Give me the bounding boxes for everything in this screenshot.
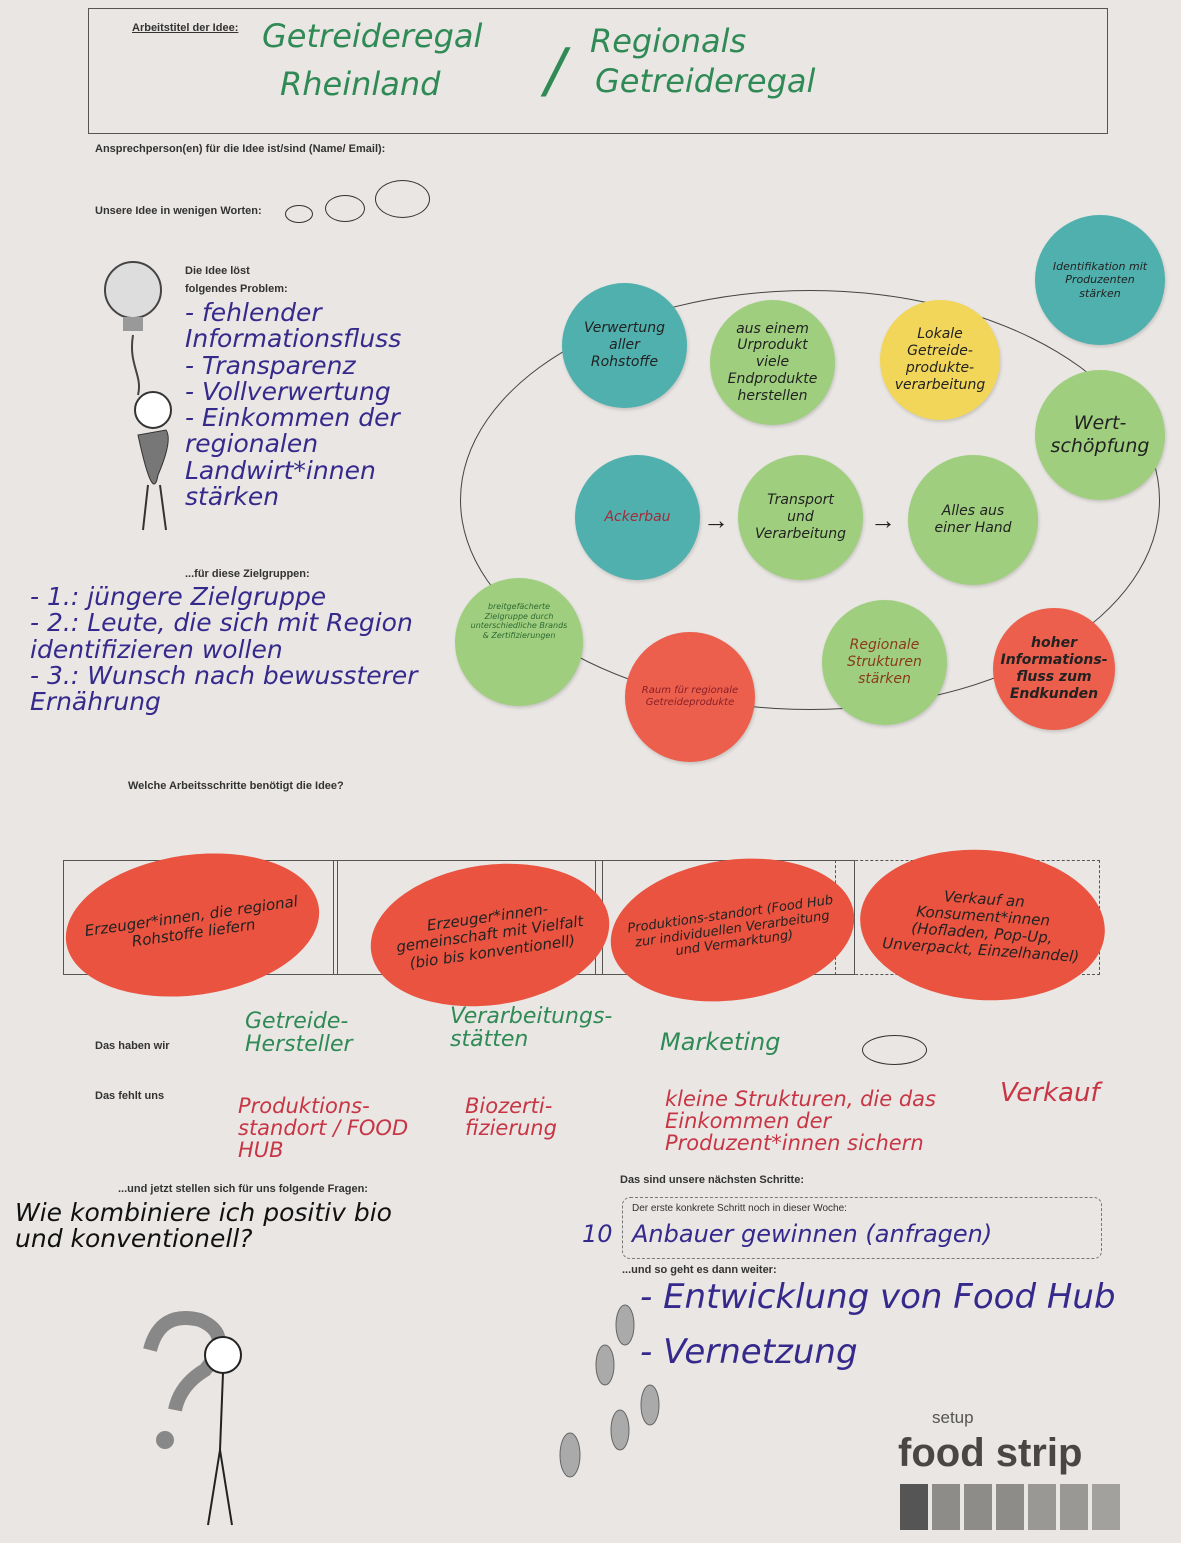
problem-label-1: Die Idee löst bbox=[185, 265, 250, 277]
logo-strip bbox=[1060, 1484, 1088, 1530]
then-item: - Entwicklung von Food Hub bbox=[640, 1277, 1116, 1317]
logo-strip bbox=[1092, 1484, 1120, 1530]
logo-strip bbox=[996, 1484, 1024, 1530]
title-box bbox=[88, 8, 1108, 134]
idea-circle: Identifikation mit Produzenten stärken bbox=[1035, 215, 1165, 345]
then-label: ...und so geht es dann weiter: bbox=[622, 1264, 777, 1276]
target-item: - 2.: Leute, die sich mit Region identif… bbox=[30, 608, 413, 664]
questions-label: ...und jetzt stellen sich für uns folgen… bbox=[118, 1183, 368, 1195]
lightbulb-figure-icon bbox=[88, 245, 198, 550]
logo-food-strip: food strip bbox=[898, 1431, 1083, 1475]
idea-circle: Verwertung aller Rohstoffe bbox=[562, 283, 687, 408]
idea-circle: Wert-schöpfung bbox=[1035, 370, 1165, 500]
next-steps-label: Das sind unsere nächsten Schritte: bbox=[620, 1174, 804, 1186]
idea-circle: Raum für regionale Getreideprodukte bbox=[625, 632, 755, 762]
problem-item: - Transparenz bbox=[185, 350, 356, 380]
problem-label-2: folgendes Problem: bbox=[185, 283, 288, 295]
targets-label: ...für diese Zielgruppen: bbox=[185, 568, 310, 580]
have-label: Das haben wir bbox=[95, 1040, 170, 1052]
idea-circle: Transport und Verarbeitung bbox=[738, 455, 863, 580]
thought-bubble bbox=[285, 205, 313, 223]
contact-label: Ansprechperson(en) für die Idee ist/sind… bbox=[95, 143, 386, 155]
missing-label: Das fehlt uns bbox=[95, 1090, 165, 1102]
idea-circle: Lokale Getreide-produkte-verarbeitung bbox=[880, 300, 1000, 420]
logo-setup: setup bbox=[932, 1408, 974, 1427]
title-line2-a: Rheinland bbox=[280, 65, 441, 103]
missing-item: Biozerti-fizierung bbox=[465, 1094, 557, 1141]
title-label: Arbeitstitel der Idee: bbox=[132, 22, 239, 34]
first-step-prefix: 10 bbox=[582, 1220, 613, 1248]
arrow-icon: → bbox=[870, 505, 896, 535]
thinking-figure-icon bbox=[120, 1310, 270, 1535]
steps-label: Welche Arbeitsschritte benötigt die Idee… bbox=[128, 780, 344, 792]
idea-circle: Ackerbau bbox=[575, 455, 700, 580]
missing-item: Verkauf bbox=[1000, 1078, 1100, 1108]
first-step-text: Anbauer gewinnen (anfragen) bbox=[632, 1220, 993, 1248]
problem-list: - fehlender Informationsfluss - Transpar… bbox=[185, 298, 455, 511]
targets-list: - 1.: jüngere Zielgruppe - 2.: Leute, di… bbox=[30, 582, 445, 716]
title-line2-b: Getreideregal bbox=[595, 62, 816, 100]
problem-item: - Vollverwertung bbox=[185, 376, 391, 406]
target-item: - 1.: jüngere Zielgruppe bbox=[30, 582, 327, 611]
title-separator: / bbox=[545, 36, 566, 106]
question-text: Wie kombiniere ich positiv bio und konve… bbox=[15, 1198, 392, 1254]
logo-strip bbox=[900, 1484, 928, 1530]
logo-strip bbox=[932, 1484, 960, 1530]
empty-bubble bbox=[862, 1035, 927, 1065]
footprints-icon bbox=[540, 1300, 680, 1505]
idea-circle: aus einem Urprodukt viele Endprodukte he… bbox=[710, 300, 835, 425]
problem-item: - Einkommen der regionalen Landwirt*inne… bbox=[185, 403, 400, 511]
idea-circle: Regionale Strukturen stärken bbox=[822, 600, 947, 725]
first-step-label: Der erste konkrete Schritt noch in diese… bbox=[632, 1203, 847, 1214]
idea-circle: breitgefächerte Zielgruppe durch untersc… bbox=[455, 578, 583, 706]
idea-cloud bbox=[460, 290, 1160, 710]
have-item: Verarbeitungs-stätten bbox=[450, 1004, 613, 1053]
first-step-box bbox=[622, 1197, 1102, 1259]
logo-strip bbox=[964, 1484, 992, 1530]
target-item: - 3.: Wunsch nach bewussterer Ernährung bbox=[30, 660, 418, 716]
idea-circle: hoher Informations-fluss zum Endkunden bbox=[993, 608, 1115, 730]
idea-label: Unsere Idee in wenigen Worten: bbox=[95, 205, 262, 217]
missing-item: kleine Strukturen, die das Einkommen der… bbox=[665, 1087, 936, 1156]
thought-bubble bbox=[325, 195, 365, 222]
logo-strip bbox=[1028, 1484, 1056, 1530]
have-item: Getreide-Hersteller bbox=[245, 1009, 353, 1058]
have-item: Marketing bbox=[660, 1028, 781, 1056]
problem-item: - fehlender Informationsfluss bbox=[185, 298, 402, 354]
title-line1-a: Getreideregal bbox=[262, 17, 483, 55]
missing-item: Produktions-standort / FOOD HUB bbox=[238, 1094, 409, 1163]
logo-strips bbox=[898, 1484, 1138, 1534]
idea-circle: Alles aus einer Hand bbox=[908, 455, 1038, 585]
title-line1-b: Regionals bbox=[590, 22, 747, 60]
thought-bubble bbox=[375, 180, 430, 218]
then-item: - Vernetzung bbox=[640, 1332, 858, 1372]
arrow-icon: → bbox=[703, 505, 729, 535]
